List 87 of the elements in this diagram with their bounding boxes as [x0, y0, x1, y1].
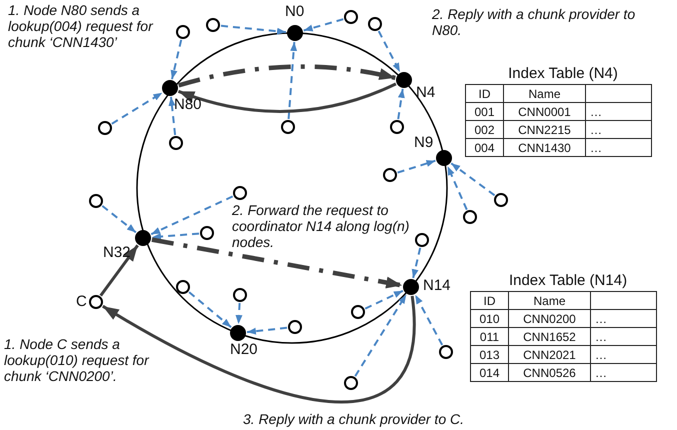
arrow	[100, 244, 139, 296]
table-cell: …	[586, 102, 652, 120]
dashed-arrow	[446, 166, 468, 210]
table-cell: CNN1652	[508, 328, 590, 346]
node-label: C	[76, 293, 87, 310]
table-cell: 002	[466, 120, 504, 138]
table-cell: 011	[470, 328, 508, 346]
peer-circle	[351, 305, 365, 319]
peer-circle	[383, 168, 397, 182]
dashed-arrow	[412, 248, 422, 278]
annotation-text: 1. Node C sends a lookup(010) request for chunk ‘CNN0200’.	[4, 336, 150, 384]
peer-circle	[176, 280, 190, 294]
arrow	[102, 296, 416, 403]
peer-circle	[390, 120, 404, 134]
table-cell: Name	[504, 84, 586, 102]
table-cell: …	[590, 328, 656, 346]
dashed-arrow	[364, 290, 404, 310]
table-cell: CNN0001	[504, 102, 586, 120]
peer-circle	[206, 18, 220, 32]
table-cell: ID	[466, 84, 504, 102]
dash-dot-arrow	[178, 64, 396, 88]
annotation-text: 2. Reply with a chunk provider to N80.	[432, 6, 636, 38]
peer-circle	[233, 186, 247, 200]
table-cell: CNN0526	[508, 364, 590, 382]
node-label: N20	[230, 341, 258, 358]
annotation-text: 2. Forward the request to coordinator N14 along log(n) nodes.	[232, 202, 410, 250]
arrow	[178, 82, 396, 113]
peer-circle	[344, 10, 358, 24]
peer-circle	[494, 193, 508, 207]
annotation-text: 3. Reply with a chunk provider to C.	[243, 411, 465, 427]
peer-circle	[176, 25, 190, 39]
dashed-arrow	[414, 294, 444, 346]
table-cell: CNN0200	[508, 310, 590, 328]
node-label: N0	[285, 3, 304, 20]
node-label: N14	[423, 277, 451, 294]
table-cell: CNN2021	[508, 346, 590, 364]
dashed-arrow	[354, 294, 408, 377]
dashed-arrow	[235, 302, 242, 324]
peer-circle	[288, 320, 302, 334]
table-cell: 013	[470, 346, 508, 364]
table-cell: …	[590, 310, 656, 328]
table-cell: …	[590, 346, 656, 364]
table-cell: 014	[470, 364, 508, 382]
table-cell: …	[586, 120, 652, 138]
node-label: N4	[416, 84, 436, 101]
dashed-arrow	[102, 205, 137, 234]
peer-circle	[233, 288, 247, 302]
peer-circle	[98, 121, 112, 135]
dashed-arrow	[150, 196, 234, 236]
dashed-arrow	[378, 30, 401, 72]
peer-circle	[368, 17, 382, 31]
dashed-arrow	[152, 232, 200, 240]
dashed-arrow	[397, 88, 405, 120]
peer-circle	[439, 345, 453, 359]
table-cell: 001	[466, 102, 504, 120]
node-label: N80	[174, 96, 202, 113]
peer-circle	[415, 233, 429, 247]
table-cell: …	[586, 138, 652, 156]
dashed-arrow	[188, 291, 232, 328]
dashed-arrow	[246, 326, 288, 335]
table-cell: CNN1430	[504, 138, 586, 156]
peer-circle	[463, 210, 477, 224]
peer-circle	[89, 194, 103, 208]
dashed-arrow	[303, 18, 344, 32]
table-cell: 004	[466, 138, 504, 156]
table-cell: Name	[508, 292, 590, 310]
table-cell: …	[590, 364, 656, 382]
dashed-arrow	[220, 24, 286, 35]
dashed-arrow	[170, 40, 182, 80]
table-title: Index Table (N4)	[507, 65, 619, 82]
table-cell: ID	[470, 292, 508, 310]
table-cell: 010	[470, 310, 508, 328]
node-label: N9	[414, 134, 434, 151]
peer-circle	[200, 226, 214, 240]
dashed-arrow	[450, 162, 496, 196]
peer-circle	[281, 120, 295, 134]
dashed-arrow	[111, 92, 163, 125]
dash-dot-arrow	[152, 237, 402, 288]
table-title: Index Table (N14)	[508, 272, 628, 289]
dashed-arrow	[288, 42, 298, 120]
peer-circle	[169, 136, 183, 150]
node-label: N32	[103, 244, 131, 261]
table-cell: CNN2215	[504, 120, 586, 138]
annotation-text: 1. Node N80 sends a lookup(004) request for chunk ‘CNN1430’	[8, 2, 154, 50]
dashed-arrow	[168, 96, 176, 136]
dashed-arrow	[397, 160, 436, 174]
peer-circle	[344, 376, 358, 390]
